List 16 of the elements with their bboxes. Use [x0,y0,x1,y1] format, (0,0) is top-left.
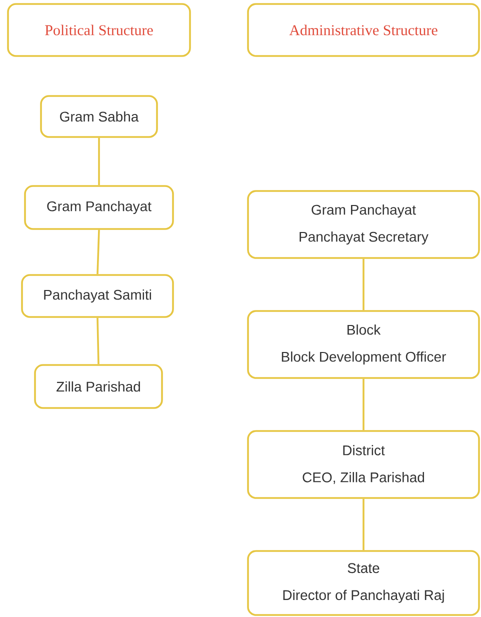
connector-line [362,258,364,310]
hierarchy-box: Gram Sabha [40,95,158,138]
connector-line [96,230,100,274]
hierarchy-box: Zilla Parishad [34,364,163,409]
heading-box: Political Structure [7,3,191,57]
connector-line [98,138,100,186]
hierarchy-box: State Director of Panchayati Raj [247,550,480,616]
connector-line [362,498,364,550]
hierarchy-box: Gram Panchayat [24,185,174,230]
heading-box: Administrative Structure [247,3,480,57]
connector-line [362,378,364,430]
hierarchy-box: Gram Panchayat Panchayat Secretary [247,190,480,259]
hierarchy-box: District CEO, Zilla Parishad [247,430,480,499]
hierarchy-box: Block Block Development Officer [247,310,480,379]
connector-line [96,318,100,364]
hierarchy-box: Panchayat Samiti [21,274,174,318]
